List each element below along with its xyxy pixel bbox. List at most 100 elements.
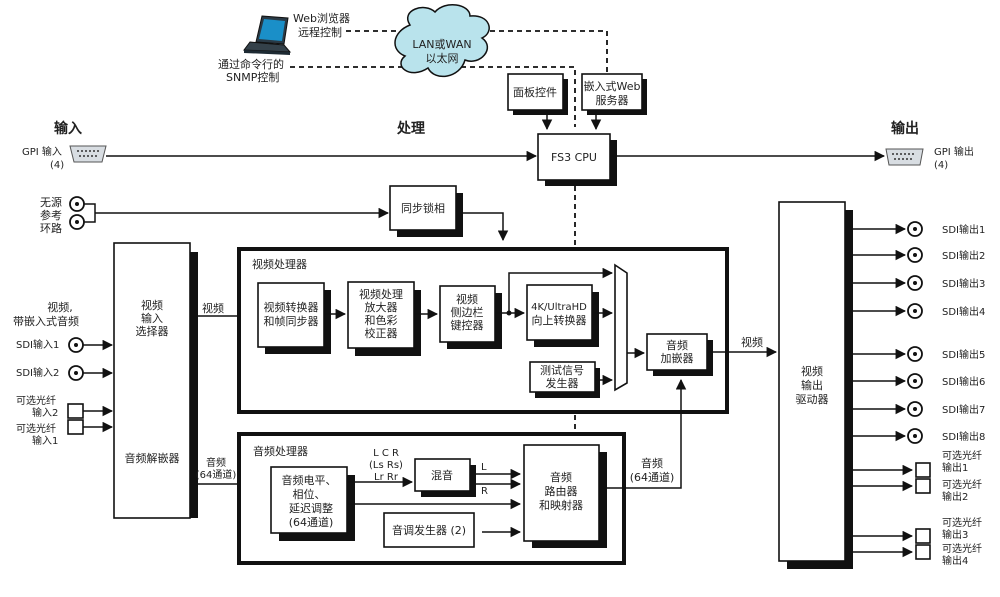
procamp-label-2: 放大器 xyxy=(365,300,398,314)
sdi-output-3-bnc-icon[interactable] xyxy=(907,275,923,291)
section-processing-heading: 处理 xyxy=(396,120,425,137)
mix-r-label: R xyxy=(481,486,488,497)
fiber-output-4-label-1: 可选光纤 xyxy=(942,542,982,555)
fiber-output-3-label-1: 可选光纤 xyxy=(942,516,982,529)
web-dashed-link xyxy=(346,30,608,80)
tone-generator-box xyxy=(383,512,475,548)
sdi-output-7-label: SDI输出7 xyxy=(942,403,985,416)
snmp-label-line1: 通过命令行的 xyxy=(218,57,284,71)
remote-control-label: 远程控制 xyxy=(298,25,342,39)
gpi-input-count: (4) xyxy=(50,160,64,171)
fiber-output-4-port-icon[interactable] xyxy=(915,544,931,560)
channels-label-2: (Ls Rs) xyxy=(369,460,403,471)
input-selector-label-1: 视频 xyxy=(141,298,163,312)
web-browser-label: Web浏览器 xyxy=(293,11,350,25)
fiber-input-1-port-icon[interactable] xyxy=(67,419,84,435)
audio-level-box xyxy=(270,466,348,534)
embedder-video-out-label: 视频 xyxy=(741,335,763,349)
laptop-icon xyxy=(243,15,292,55)
audio-level-label-1: 音频电平、 xyxy=(282,473,337,487)
output-driver-label-2: 输出 xyxy=(801,378,823,392)
reference-bnc-icon-1 xyxy=(69,196,85,212)
fiber-input-2-port-icon[interactable] xyxy=(67,403,84,419)
sdi-input-1-label: SDI输入1 xyxy=(16,338,59,351)
audio-router-label-1: 音频 xyxy=(550,470,572,484)
fiber-input-2-label-1: 可选光纤 xyxy=(16,394,56,407)
sdi-output-6-label: SDI输出6 xyxy=(942,375,985,388)
reference-label-line1: 无源 xyxy=(40,195,62,209)
fiber-output-4-label-2: 输出4 xyxy=(942,554,968,567)
gpi-output-count: (4) xyxy=(934,160,948,171)
sidebar-keyer-box xyxy=(439,285,496,343)
sdi-output-6-bnc-icon[interactable] xyxy=(907,373,923,389)
router-audio-out-label-1: 音频 xyxy=(641,456,663,470)
sdi-output-5-bnc-icon[interactable] xyxy=(907,346,923,362)
reference-line xyxy=(84,204,388,222)
cpu-box xyxy=(537,133,611,181)
audio-router-label-2: 路由器 xyxy=(545,484,578,498)
sidebar-keyer-label-3: 键控器 xyxy=(451,318,484,332)
sdi-output-1-label: SDI输出1 xyxy=(942,223,985,236)
test-signal-label-2: 发生器 xyxy=(546,376,579,390)
audio-level-label-2: 相位、 xyxy=(293,487,326,501)
audio-demux-label: 音频解嵌器 xyxy=(125,451,180,465)
fiber-output-1-port-icon[interactable] xyxy=(915,462,931,478)
upconverter-label-2: 向上转换器 xyxy=(532,313,587,327)
reference-label-line2: 参考 xyxy=(40,208,62,222)
fiber-output-3-port-icon[interactable] xyxy=(915,528,931,544)
audio-router-label-3: 和映射器 xyxy=(539,498,583,512)
upconverter-box xyxy=(526,284,593,341)
input-selector-box xyxy=(113,242,191,519)
gpi-output-connector-icon xyxy=(885,148,924,166)
sidebar-keyer-label-1: 视频 xyxy=(456,292,478,306)
reference-label-line3: 环路 xyxy=(40,222,62,235)
fiber-output-2-label-2: 输出2 xyxy=(942,490,968,503)
sdi-output-2-bnc-icon[interactable] xyxy=(907,247,923,263)
selector-audio-label-2: (64通道) xyxy=(196,468,237,481)
web-server-label-line2: 服务器 xyxy=(596,94,629,107)
genlock-label: 同步锁相 xyxy=(401,201,445,215)
cloud-label-line2: 以太网 xyxy=(426,52,459,65)
procamp-label-4: 校正器 xyxy=(365,326,398,340)
sdi-output-5-label: SDI输出5 xyxy=(942,348,985,361)
video-processor-title: 视频处理器 xyxy=(252,257,307,271)
upconverter-label-1: 4K/UltraHD xyxy=(531,302,587,313)
mix-l-label: L xyxy=(481,462,487,473)
test-signal-box xyxy=(529,361,596,393)
input-selector-label-2: 输入 xyxy=(141,311,163,325)
outputs-group: SDI输出1SDI输出2SDI输出3SDI输出4SDI输出5SDI输出6SDI输… xyxy=(853,221,985,567)
fiber-output-2-port-icon[interactable] xyxy=(915,478,931,494)
sdi-output-2-label: SDI输出2 xyxy=(942,249,985,262)
panel-controls-label: 面板控件 xyxy=(513,85,557,99)
fiber-output-1-label-2: 输出1 xyxy=(942,461,968,474)
sdi-input-1-bnc-icon[interactable] xyxy=(68,337,84,353)
panel-controls-box xyxy=(507,73,564,111)
reference-bnc-icon-2 xyxy=(69,214,85,230)
fiber-input-1-label-2: 输入1 xyxy=(32,434,58,447)
output-driver-label-1: 视频 xyxy=(801,364,823,378)
channels-label-1: L C R xyxy=(373,448,399,459)
converter-label-2: 和帧同步器 xyxy=(264,314,319,328)
converter-box xyxy=(257,282,325,348)
sdi-output-8-bnc-icon[interactable] xyxy=(907,428,923,444)
snmp-dashed-link xyxy=(290,66,576,127)
sdi-output-4-bnc-icon[interactable] xyxy=(907,303,923,319)
sdi-output-7-bnc-icon[interactable] xyxy=(907,401,923,417)
gpi-input-connector-icon xyxy=(69,145,107,163)
selector-audio-label-1: 音频 xyxy=(206,456,226,469)
output-driver-label-3: 驱动器 xyxy=(796,393,829,406)
sidebar-keyer-label-2: 侧边栏 xyxy=(451,305,484,319)
video-mux-icon xyxy=(614,263,628,392)
audio-embedder-label-2: 加嵌器 xyxy=(661,352,694,365)
mix-label: 混音 xyxy=(431,468,453,482)
gpi-input-label: GPI 输入 xyxy=(22,145,62,158)
fiber-output-2-label-1: 可选光纤 xyxy=(942,478,982,491)
snmp-label-line2: SNMP控制 xyxy=(226,70,279,84)
sdi-output-1-bnc-icon[interactable] xyxy=(907,221,923,237)
video-input-heading-2: 带嵌入式音频 xyxy=(13,314,79,328)
sdi-input-2-bnc-icon[interactable] xyxy=(68,365,84,381)
converter-label-1: 视频转换器 xyxy=(264,300,319,314)
fiber-input-2-label-2: 输入2 xyxy=(32,406,58,419)
procamp-box xyxy=(347,281,415,349)
